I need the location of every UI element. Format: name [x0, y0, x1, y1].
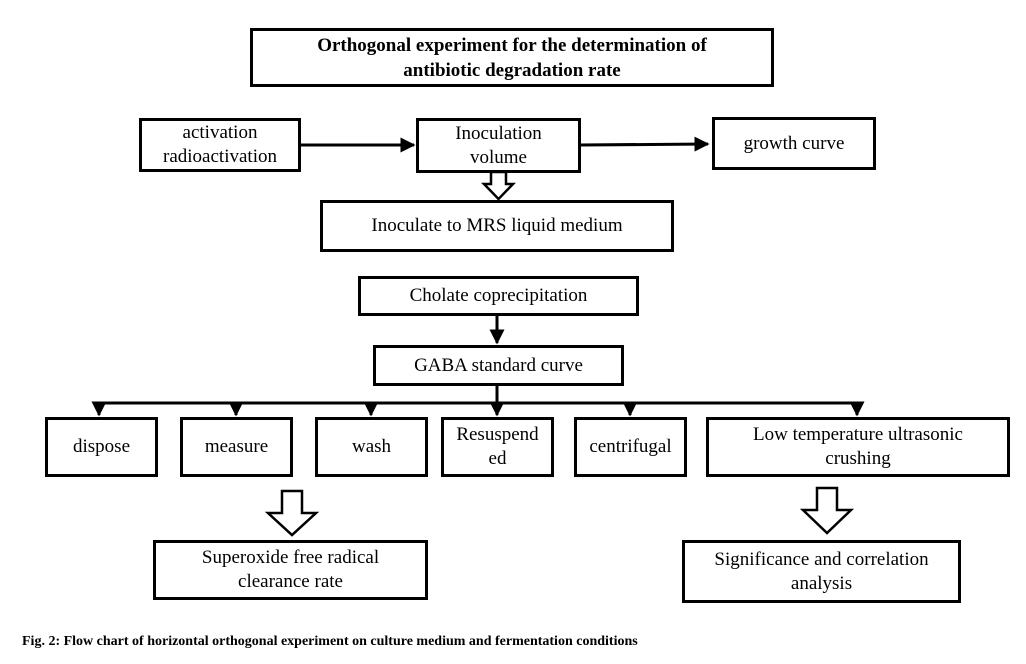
- node-growth-curve-label: growth curve: [743, 132, 845, 154]
- node-inoculate-mrs: Inoculate to MRS liquid medium: [320, 200, 674, 252]
- block-arrow-to-superoxide: [264, 489, 320, 537]
- node-inoculation-volume-label: Inoculation volume: [455, 122, 542, 168]
- node-dispose-label: dispose: [73, 436, 130, 457]
- node-gaba-standard-curve: GABA standard curve: [373, 345, 624, 386]
- node-superoxide-clearance: Superoxide free radical clearance rate: [153, 540, 428, 600]
- block-arrow-to-significance: [799, 486, 855, 535]
- node-wash-label: wash: [351, 436, 392, 457]
- node-low-temperature-crushing: Low temperature ultrasonic crushing: [706, 417, 1010, 477]
- block-arrow-to-mrs: [481, 170, 516, 201]
- node-growth-curve: growth curve: [712, 117, 876, 170]
- node-low-temperature-crushing-label: Low temperature ultrasonic crushing: [753, 424, 963, 469]
- node-significance-analysis: Significance and correlation analysis: [682, 540, 961, 603]
- arrow-inoculation-to-growth-curve: [579, 136, 710, 152]
- node-cholate-coprecipitation: Cholate coprecipitation: [358, 276, 639, 316]
- node-measure: measure: [180, 417, 293, 477]
- node-centrifugal-label: centrifugal: [589, 436, 672, 457]
- node-inoculation-volume: Inoculation volume: [416, 118, 581, 173]
- node-inoculate-mrs-label: Inoculate to MRS liquid medium: [371, 215, 623, 236]
- title-box: Orthogonal experiment for the determinat…: [250, 28, 774, 87]
- node-centrifugal: centrifugal: [574, 417, 687, 477]
- node-superoxide-clearance-label: Superoxide free radical clearance rate: [201, 547, 380, 592]
- node-wash: wash: [315, 417, 428, 477]
- node-significance-analysis-label: Significance and correlation analysis: [714, 548, 929, 594]
- title-text: Orthogonal experiment for the determinat…: [317, 34, 707, 81]
- node-gaba-standard-curve-label: GABA standard curve: [414, 354, 583, 376]
- node-cholate-coprecipitation-label: Cholate coprecipitation: [409, 285, 588, 306]
- node-resuspended-label: Resuspend ed: [456, 424, 539, 469]
- node-dispose: dispose: [45, 417, 158, 477]
- node-activation: activation radioactivation: [139, 118, 301, 172]
- node-activation-label: activation radioactivation: [163, 122, 277, 167]
- node-measure-label: measure: [204, 436, 269, 457]
- figure-caption: Fig. 2: Flow chart of horizontal orthogo…: [22, 634, 638, 649]
- node-resuspended: Resuspend ed: [441, 417, 554, 477]
